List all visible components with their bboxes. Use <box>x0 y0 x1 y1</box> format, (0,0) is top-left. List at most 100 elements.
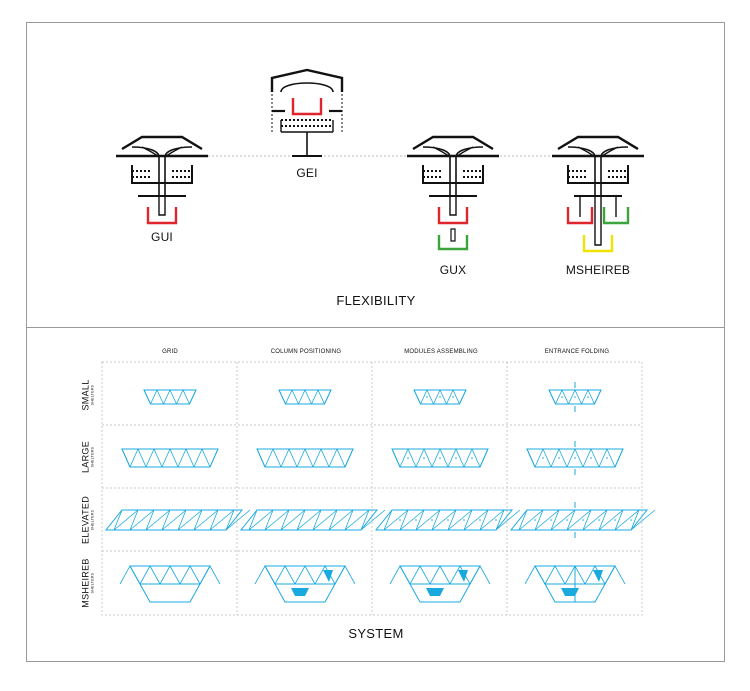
col-header-modules-assembling: MODULES ASSEMBLING <box>404 349 478 355</box>
module-edge <box>129 448 139 468</box>
module-edge <box>471 448 481 468</box>
module-edge <box>328 448 338 468</box>
module-edge <box>209 509 235 531</box>
module-edge <box>614 509 624 531</box>
module-edge <box>604 565 616 585</box>
module-edge <box>469 565 481 585</box>
module-edge <box>209 509 219 531</box>
module-edge <box>285 389 293 405</box>
module-edge <box>199 565 211 585</box>
module-edge <box>566 448 576 468</box>
module-edge <box>399 509 425 531</box>
module-edge <box>598 509 608 531</box>
module-edge <box>156 389 164 405</box>
module-edge <box>409 565 421 585</box>
module-dot <box>399 519 401 521</box>
label-gui: GUI <box>151 230 173 244</box>
module-edge <box>129 509 139 531</box>
label-gux: GUX <box>439 263 467 277</box>
module-fill <box>323 570 333 582</box>
module-edge <box>320 448 330 468</box>
module-edge <box>463 509 473 531</box>
section-divider <box>26 327 725 328</box>
module-edge <box>431 509 457 531</box>
module-edge <box>336 448 346 468</box>
module-edge <box>606 448 616 468</box>
module-edge <box>534 509 560 531</box>
module-edge <box>304 448 314 468</box>
module-dot <box>479 519 481 521</box>
module-edge <box>145 448 155 468</box>
flexibility-title: FLEXIBILITY <box>336 293 416 308</box>
module-edge <box>399 448 409 468</box>
module-edge <box>129 565 141 585</box>
module-edge <box>479 565 491 585</box>
module-edge <box>415 509 441 531</box>
module-edge <box>317 389 325 405</box>
module-edge <box>149 565 161 585</box>
module-edge <box>455 448 465 468</box>
module-edge <box>426 389 434 405</box>
module-edge <box>423 448 433 468</box>
module-edge <box>568 389 576 405</box>
module-edge <box>420 389 428 405</box>
module-edge <box>463 509 489 531</box>
module-edge <box>564 565 576 585</box>
module-edge <box>209 448 219 468</box>
module-dot <box>582 519 584 521</box>
module-dot <box>598 519 600 521</box>
module-dot <box>423 457 425 459</box>
module-edge <box>495 509 521 531</box>
module-dot <box>606 457 608 459</box>
module-edge <box>574 389 582 405</box>
module-edge <box>163 389 171 405</box>
module-edge <box>161 509 187 531</box>
module-edge <box>550 509 576 531</box>
module-edge <box>298 389 306 405</box>
module-edge <box>256 448 266 468</box>
module-edge <box>193 509 219 531</box>
module-dot <box>542 457 544 459</box>
module-edge <box>614 565 626 585</box>
gux-shelter-icon <box>405 135 501 251</box>
module-edge <box>439 389 447 405</box>
module-edge <box>328 509 338 531</box>
module-edge <box>169 565 181 585</box>
triangle-modules <box>104 382 656 603</box>
module-edge <box>479 509 489 531</box>
module-edge <box>582 448 592 468</box>
module-edge <box>344 565 356 585</box>
col-header-grid: GRID <box>162 349 178 355</box>
module-edge <box>312 509 322 531</box>
module-edge <box>413 389 421 405</box>
module-edge <box>304 389 312 405</box>
module-dot <box>630 519 632 521</box>
module-edge <box>274 565 286 585</box>
frame <box>26 22 725 662</box>
module-dot <box>587 396 589 398</box>
module-edge <box>314 565 326 585</box>
module-edge <box>145 509 171 531</box>
module-edge <box>113 509 139 531</box>
module-edge <box>360 509 370 531</box>
module-edge <box>150 389 158 405</box>
module-edge <box>189 389 197 405</box>
module-edge <box>554 565 566 585</box>
module-edge <box>544 565 556 585</box>
module-edge <box>614 509 640 531</box>
module-dot <box>439 457 441 459</box>
module-edge <box>225 509 235 531</box>
module-edge <box>311 389 319 405</box>
module-edge <box>119 565 131 585</box>
module-edge <box>344 509 354 531</box>
module-edge <box>296 448 306 468</box>
module-edge <box>248 509 258 531</box>
module-fill <box>593 570 603 582</box>
module-edge <box>264 448 274 468</box>
module-dot <box>415 519 417 521</box>
module-edge <box>479 509 505 531</box>
module-edge <box>334 565 346 585</box>
module-edge <box>391 448 401 468</box>
module-edge <box>584 565 596 585</box>
